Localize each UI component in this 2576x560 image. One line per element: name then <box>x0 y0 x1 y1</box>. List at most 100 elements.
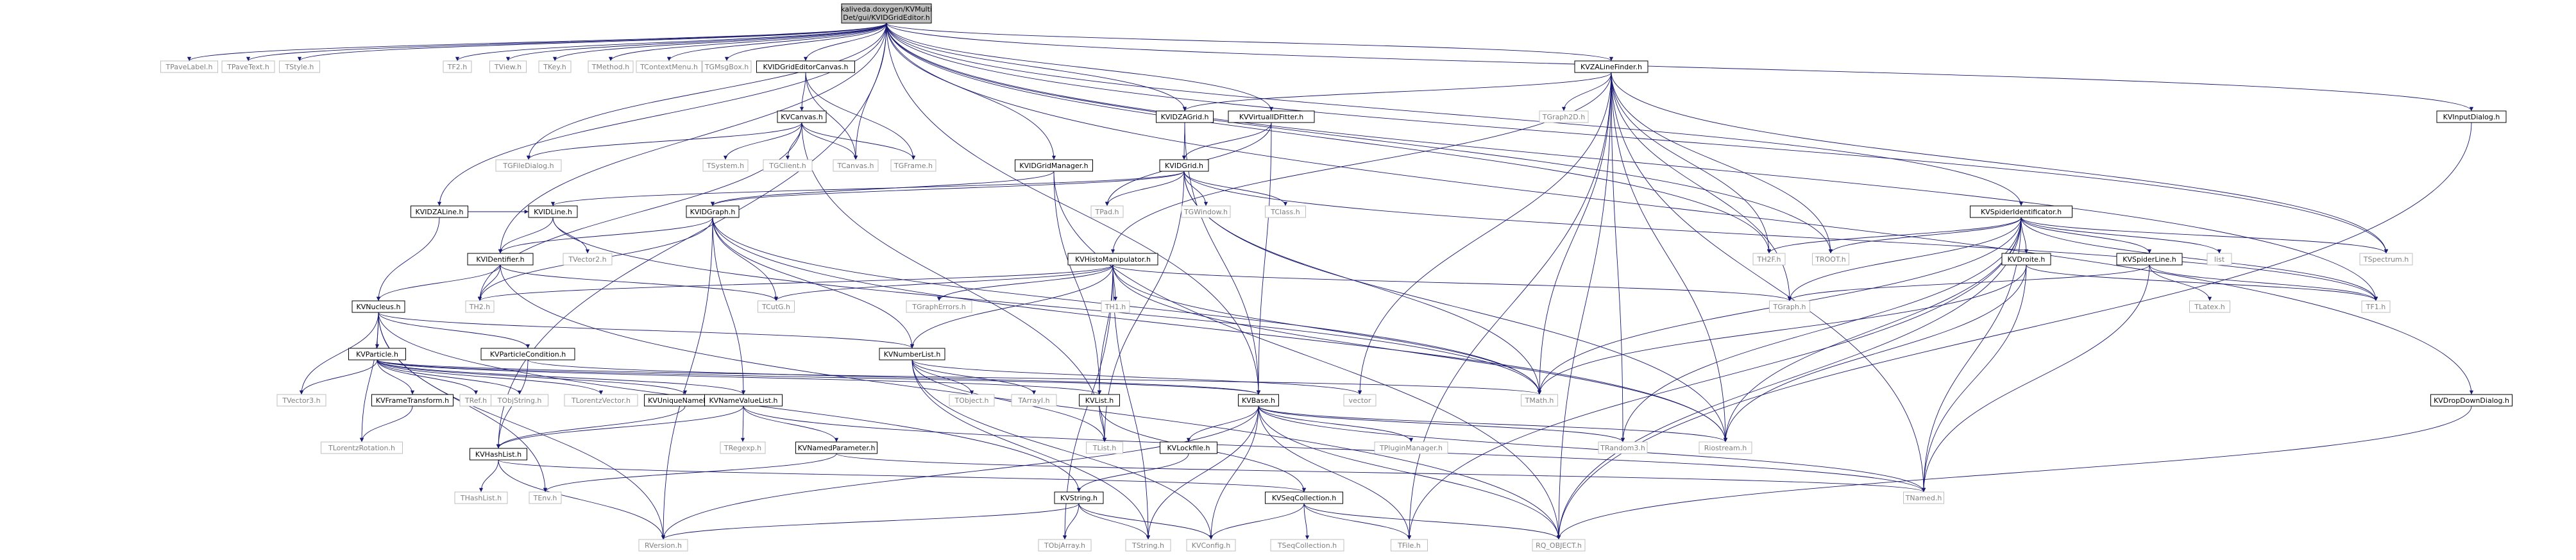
node-kvidentifier[interactable]: KVIDentifier.h <box>467 253 534 266</box>
node-box <box>702 159 749 172</box>
node-label: KVDroite.h <box>2008 255 2046 264</box>
edge-kvspiderline-to-tnamed <box>1921 264 2150 493</box>
node-box <box>1699 441 1752 454</box>
node-kvlockfile[interactable]: KVLockfile.h <box>1160 441 1217 454</box>
node-thashlist: THashList.h <box>454 491 508 504</box>
edge-kvcanvas-to-th2 <box>477 122 802 301</box>
node-kvlist[interactable]: KVList.h <box>1079 394 1120 407</box>
node-label: KVString.h <box>1060 494 1097 502</box>
edge-root-to-kvidzagrid <box>886 22 1187 112</box>
edge-kvidgraph-to-kvidentifier <box>498 217 713 254</box>
edge-kvhistomanipulator-to-kvnumberlist <box>910 264 1114 349</box>
edge-kvnamevaluelist-to-tnamed <box>743 405 1926 493</box>
node-kvnucleus[interactable]: KVNucleus.h <box>352 300 405 313</box>
edge-kvzalinefinder-to-vector <box>1357 72 1612 395</box>
node-kvseqcollection[interactable]: KVSeqCollection.h <box>1265 491 1343 504</box>
node-box <box>704 394 783 407</box>
edge-kvidgrid-to-tgwindow <box>1183 171 1208 207</box>
node-label: TRandom3.h <box>1600 444 1645 452</box>
node-tlatex: TLatex.h <box>2189 300 2230 313</box>
node-tgraph: TGraph.h <box>1769 300 1810 313</box>
node-kvparticle[interactable]: KVParticle.h <box>348 348 406 361</box>
node-kvdroite[interactable]: KVDroite.h <box>2001 253 2051 266</box>
edge-root-to-th2f <box>886 22 1772 254</box>
node-kvinputdialog[interactable]: KVInputDialog.h <box>2436 110 2507 123</box>
node-tstyle: TStyle.h <box>279 60 320 73</box>
edge-kvcanvas-to-tcanvas <box>801 122 858 160</box>
node-box <box>588 60 634 73</box>
node-label: KVIDLine.h <box>534 208 572 216</box>
node-kvnamedparameter[interactable]: KVNamedParameter.h <box>795 441 877 454</box>
node-tregexp: TRegexp.h <box>720 441 766 454</box>
edge-kvnamevaluelist-to-kvhashlist <box>496 405 744 449</box>
node-label: TContextMenu.h <box>640 63 698 71</box>
edge-kvseqcollection-to-kvconfig <box>1208 503 1305 540</box>
node-kvhashlist[interactable]: KVHashList.h <box>470 448 527 461</box>
node-th1: TH1.h <box>1101 300 1130 313</box>
edge-root-to-tspectrum <box>886 22 2389 254</box>
node-label: KVNucleus.h <box>357 303 401 311</box>
node-kvstring[interactable]: KVString.h <box>1054 491 1104 504</box>
node-kvspiderline[interactable]: KVSpiderLine.h <box>2116 253 2183 266</box>
edge-kvidentifier-to-kvnucleus <box>376 264 501 301</box>
edge-kvidgraph-to-kvnamevaluelist <box>712 217 746 395</box>
node-label: KVZALineFinder.h <box>1580 63 1642 71</box>
node-label: TGClient.h <box>768 162 806 170</box>
node-tpavetext: TPaveText.h <box>221 60 275 73</box>
edge-kvidgrid-to-tlist <box>1102 171 1185 443</box>
node-tfile: TFile.h <box>1391 539 1428 552</box>
node-box <box>454 491 508 504</box>
edge-kvnamedparameter-to-tnamed <box>836 453 1926 493</box>
edge-kvhistomanipulator-to-tcutg <box>774 264 1114 301</box>
node-kvidline[interactable]: KVIDLine.h <box>528 205 578 218</box>
edge-kvnamevaluelist-to-kvnamedparameter <box>743 405 839 443</box>
root-node-box <box>841 3 932 24</box>
node-kvvirtualidfitter[interactable]: KVVirtualIDFitter.h <box>1228 110 1315 123</box>
node-tpluginmanager: TPluginManager.h <box>1374 441 1448 454</box>
node-kvidzagrid[interactable]: KVIDZAGrid.h <box>1156 110 1214 123</box>
node-kvidgridmanager[interactable]: KVIDGridManager.h <box>1015 159 1093 172</box>
node-kvbase[interactable]: KVBase.h <box>1238 394 1279 407</box>
node-kvnamevaluelist[interactable]: KVNameValueList.h <box>704 394 783 407</box>
node-label: TH1.h <box>1105 303 1126 311</box>
root-node[interactable]: kaliveda.doxygen/KVMulti Det/gui/KVIDGri… <box>841 3 932 24</box>
root-node-label-line2: Det/gui/KVIDGridEditor.h <box>843 13 930 22</box>
edge-kvparticle-to-kvframetransform <box>377 359 415 395</box>
node-label: TRegexp.h <box>724 444 761 452</box>
node-box <box>1156 110 1214 123</box>
edge-root-to-kvidgrideditorcanvas <box>803 22 887 62</box>
node-kvidgraph[interactable]: KVIDGraph.h <box>686 205 740 218</box>
edge-kvdroite-to-tmath <box>1537 264 2027 395</box>
node-label: KVHashList.h <box>475 450 521 459</box>
node-box <box>1181 205 1231 218</box>
edge-kvidline-to-kvidentifier <box>498 217 554 254</box>
node-kvidzaline[interactable]: KVIDZALine.h <box>411 205 468 218</box>
node-kvidgrid[interactable]: KVIDGrid.h <box>1159 159 1209 172</box>
node-kvdropdowndialog[interactable]: KVDropDownDialog.h <box>2430 394 2512 407</box>
edge-kvcanvas-to-tgfiledialog <box>526 122 802 160</box>
node-box <box>1090 205 1124 218</box>
node-kvidgrideditorcanvas[interactable]: KVIDGridEditorCanvas.h <box>756 60 855 73</box>
node-kvnumberlist[interactable]: KVNumberList.h <box>879 348 945 361</box>
edge-kvstring-to-tstring <box>1078 503 1151 540</box>
node-kvhistomanipulator[interactable]: KVHistoManipulator.h <box>1067 253 1158 266</box>
edge-kvseqcollection-to-tfile <box>1303 503 1412 540</box>
node-box <box>1903 491 1944 504</box>
edge-kvbase-to-trandom3 <box>1258 405 1625 443</box>
edge-kvhistomanipulator-to-tmath <box>1112 264 1542 395</box>
node-kvparticlecondition[interactable]: KVParticleCondition.h <box>480 348 575 361</box>
edge-kvidentifier-to-tcutg <box>500 264 779 301</box>
edge-kvidzaline-to-kvnucleus <box>376 217 440 301</box>
node-tcutg: TCutG.h <box>758 300 795 313</box>
node-box <box>879 348 945 361</box>
node-kvzalinefinder[interactable]: KVZALineFinder.h <box>1574 60 1648 73</box>
node-kvspideridentificator[interactable]: KVSpiderIdentificator.h <box>1970 205 2072 218</box>
node-tvector2: TVector2.h <box>563 253 613 266</box>
node-kvcanvas[interactable]: KVCanvas.h <box>777 110 827 123</box>
node-label: THashList.h <box>460 494 502 502</box>
node-label: TSystem.h <box>706 162 744 170</box>
node-kvframetransform[interactable]: KVFrameTransform.h <box>371 394 453 407</box>
node-box <box>321 441 403 454</box>
edge-kvhashlist-to-rversion <box>498 459 666 540</box>
node-label: KVNamedParameter.h <box>798 444 876 452</box>
